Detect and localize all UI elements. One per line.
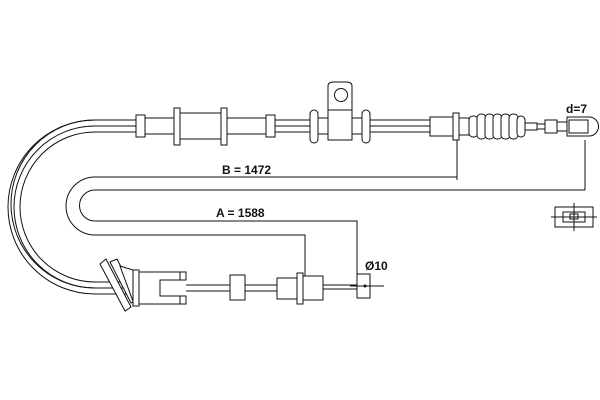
dimension-b-label: B = 1472 (222, 163, 271, 177)
eye-diameter-label: d=7 (566, 102, 587, 116)
eye-side-view (551, 203, 597, 231)
eye-end (566, 116, 599, 137)
dimension-a-label: A = 1588 (216, 206, 265, 220)
bottom-fittings (99, 258, 384, 312)
top-fittings (135, 81, 599, 146)
cable-sheath (7, 119, 430, 295)
mounting-hole-icon (334, 88, 348, 102)
end-diameter-label: Ø10 (365, 259, 388, 273)
dimension-a-line (79, 140, 586, 285)
bellows (468, 113, 526, 140)
dimension-b-line (65, 126, 458, 282)
